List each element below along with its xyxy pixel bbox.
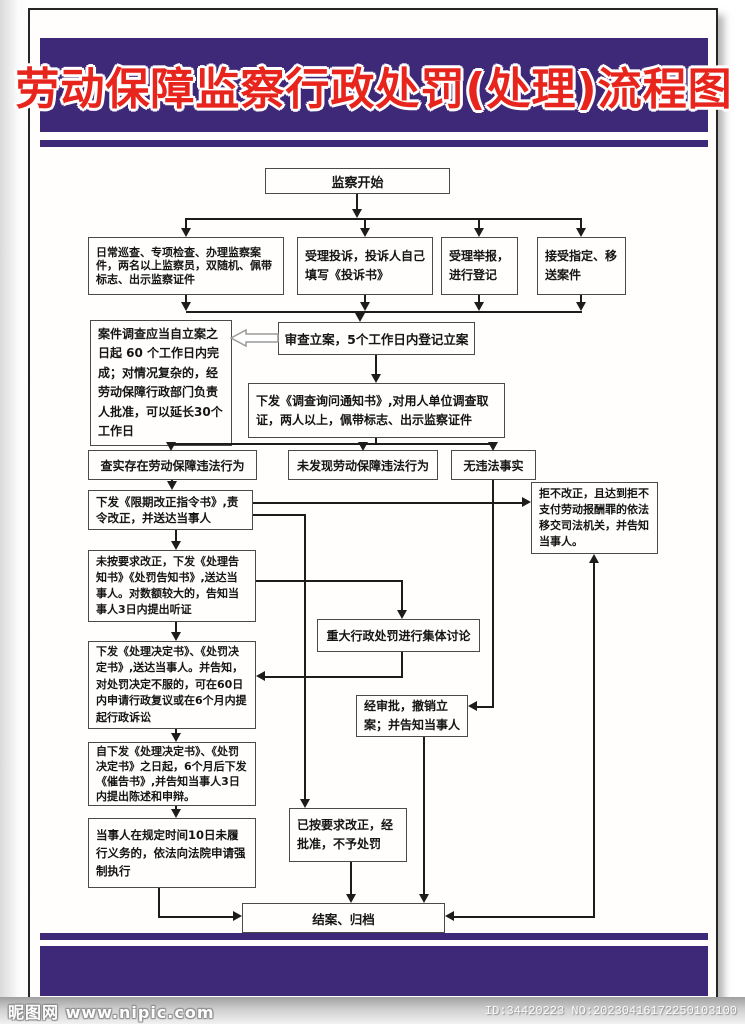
arrowhead <box>233 911 242 921</box>
connector <box>375 355 377 375</box>
arrowhead <box>352 209 362 218</box>
arrowhead <box>419 894 429 903</box>
connector <box>175 806 177 811</box>
node-daily-inspection: 日常巡查、专项检查、办理监察案件，两名以上监察员，双随机、佩带标志、出示监察证件 <box>88 237 284 295</box>
arrowhead <box>171 541 181 550</box>
arrowhead <box>346 894 356 903</box>
connector <box>364 218 366 229</box>
connector <box>256 580 403 582</box>
connector <box>186 311 582 313</box>
node-enforce: 当事人在规定时间10日未履行义务的，依法向法院申请强制执行 <box>88 818 256 888</box>
connector <box>175 729 177 735</box>
nipic-logo: 昵图网 <box>8 1002 60 1022</box>
arrowhead <box>371 374 381 383</box>
arrowhead <box>360 302 370 311</box>
connector <box>423 737 425 896</box>
connector <box>401 580 403 612</box>
header-band: 劳动保障监察行政处罚(处理)流程图 <box>15 38 732 132</box>
connector <box>350 862 352 896</box>
connector <box>477 706 494 708</box>
poster-title: 劳动保障监察行政处罚(处理)流程图 <box>15 64 733 115</box>
connector <box>185 295 187 303</box>
node-not-corrected: 未按要求改正，下发《处理告知书》《处罚告知书》,送达当事人。对数额较大的，告知当… <box>88 550 256 622</box>
node-review-filing: 审查立案，5个工作日内登记立案 <box>278 322 475 355</box>
arrowhead <box>360 228 370 237</box>
footer-band <box>40 946 708 996</box>
footer-divider-line <box>40 933 708 940</box>
connector <box>364 295 366 303</box>
watermark-bar: 昵图网 www.nipic.com ID:34420223 NO:2023041… <box>0 997 745 1024</box>
arrowhead <box>167 481 177 490</box>
node-accept-complaint: 受理投诉，投诉人自己填写《投诉书》 <box>297 237 433 295</box>
arrowhead <box>171 733 181 742</box>
arrowhead <box>256 671 265 681</box>
node-close-case: 结案、归档 <box>242 903 445 933</box>
connector <box>175 622 177 635</box>
connector <box>264 676 403 678</box>
arrowhead <box>171 809 181 818</box>
connector <box>356 194 358 210</box>
arrowhead <box>166 442 176 451</box>
node-refuse-correct: 拒不改正，且达到拒不支付劳动报酬罪的依法移交司法机关，并告知当事人。 <box>531 482 658 554</box>
connector <box>580 218 582 229</box>
connector <box>170 443 494 445</box>
node-note-time-limit: 案件调查应当自立案之日起 60 个工作日内完成；对情况复杂的，经劳动保障行政部门… <box>90 320 232 446</box>
arrowhead <box>445 911 454 921</box>
connector <box>304 514 306 800</box>
connector <box>580 295 582 303</box>
node-accept-report: 受理举报，进行登记 <box>441 237 518 295</box>
connector <box>492 480 494 708</box>
node-no-violation-found: 未发现劳动保障违法行为 <box>288 450 438 480</box>
connector <box>375 438 377 445</box>
hollow-left-arrow <box>229 328 279 348</box>
node-major-discussion: 重大行政处罚进行集体讨论 <box>317 619 480 652</box>
node-violation-found: 查实存在劳动保障违法行为 <box>88 450 257 480</box>
connector <box>158 888 160 918</box>
arrowhead <box>300 799 310 808</box>
node-no-illegal-fact: 无违法事实 <box>451 450 536 480</box>
node-start: 监察开始 <box>265 168 450 194</box>
connector <box>478 295 480 303</box>
connector <box>593 561 595 918</box>
arrowhead <box>181 302 191 311</box>
connector <box>478 218 480 229</box>
arrowhead <box>522 497 531 507</box>
arrowhead <box>474 228 484 237</box>
connector <box>175 530 177 543</box>
arrowhead <box>474 302 484 311</box>
watermark-id: ID:34420223 NO:20230416172250103100 <box>484 1003 737 1018</box>
arrowhead <box>358 442 368 451</box>
arrowhead <box>576 228 586 237</box>
node-accept-transfer: 接受指定、移送案件 <box>537 237 626 295</box>
arrowhead <box>181 228 191 237</box>
arrowhead <box>397 610 407 619</box>
node-order-correct: 下发《限期改正指令书》,责令改正，并送达当事人 <box>88 490 253 530</box>
connector <box>185 218 187 229</box>
node-approve-withdraw: 经审批，撤销立案；并告知当事人 <box>356 695 468 737</box>
connector <box>253 514 306 516</box>
arrowhead <box>468 701 477 711</box>
arrowhead <box>576 302 586 311</box>
node-investigate-notice: 下发《调查询问通知书》,对用人单位调查取证，两人以上，佩带标志、出示监察证件 <box>248 383 505 438</box>
connector <box>453 916 595 918</box>
connector <box>253 502 523 504</box>
connector <box>359 311 361 314</box>
connector <box>401 652 403 678</box>
watermark-site: 昵图网 www.nipic.com <box>8 999 215 1023</box>
arrowhead <box>171 632 181 641</box>
node-decision: 下发《处理决定书》、《处罚决定书》,送达当事人。并告知，对处罚决定不服的，可在6… <box>88 641 256 729</box>
node-urge-notice: 自下发《处理决定书》、《处罚决定书》之日起，6个月后下发《催告书》,并告知当事人… <box>88 742 256 806</box>
arrowhead <box>488 442 498 451</box>
arrowhead <box>589 554 599 563</box>
header-divider-line <box>40 140 708 147</box>
connector <box>186 218 582 220</box>
connector <box>158 916 234 918</box>
node-corrected-no-penalty: 已按要求改正，经批准，不予处罚 <box>289 808 407 862</box>
nipic-url: www.nipic.com <box>65 1002 215 1022</box>
arrowhead <box>355 313 365 322</box>
